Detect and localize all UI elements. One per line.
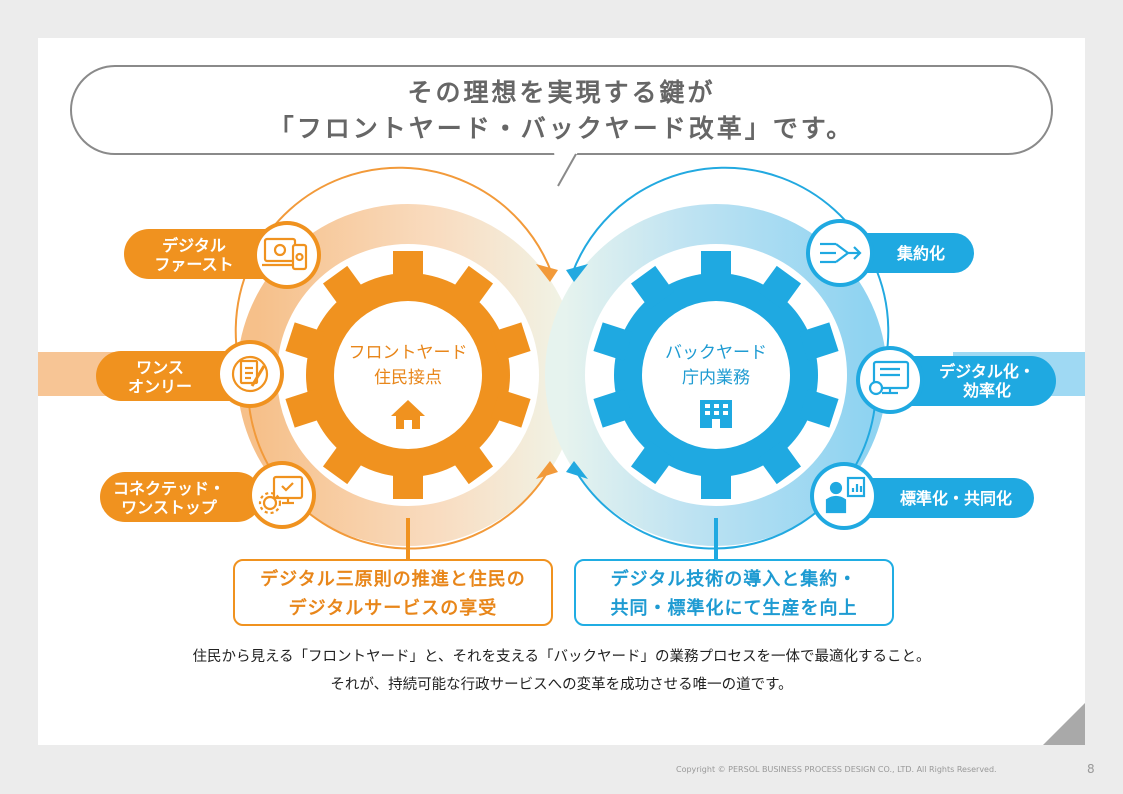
gear-tooth xyxy=(449,440,494,485)
caption-line-2: それが、持続可能な行政サービスへの変革を成功させる唯一の道です。 xyxy=(330,677,793,693)
back-summary-box: デジタル技術の導入と集約・ 共同・標準化にて生産を向上 xyxy=(574,559,894,626)
headline-line-1: その理想を実現する鍵が xyxy=(407,78,716,107)
gear-tooth xyxy=(757,440,802,485)
back-item-3-label: 標準化・共同化 xyxy=(899,489,1012,508)
diagram-canvas xyxy=(38,166,1085,560)
gear-tooth xyxy=(449,265,494,310)
slide: その理想を実現する鍵が 「フロントヤード・バックヤード改革」です。 フロントヤー… xyxy=(38,38,1085,745)
front-gear xyxy=(285,251,531,499)
gear-tooth xyxy=(490,389,531,428)
back-box-line-2: 共同・標準化にて生産を向上 xyxy=(610,598,858,619)
gear-tooth xyxy=(630,265,675,310)
front-subtitle: 住民接点 xyxy=(374,368,442,388)
back-box-line-1: デジタル技術の導入と集約・ xyxy=(610,569,858,590)
presenter-chart-icon xyxy=(825,476,866,514)
devices-icon xyxy=(262,237,308,271)
caption-line-1: 住民から見える「フロントヤード」と、それを支える「バックヤード」の業務プロセスを… xyxy=(192,649,931,665)
gear-tooth xyxy=(393,251,423,283)
front-item-1-label: デジタル ファースト xyxy=(154,236,234,274)
back-arc-bottom xyxy=(573,389,877,550)
gear-tooth xyxy=(701,251,731,283)
front-arc-bottom xyxy=(247,389,551,550)
front-item-3 xyxy=(100,461,316,529)
front-box-line-2: デジタルサービスの享受 xyxy=(288,598,498,619)
gear-tooth xyxy=(701,467,731,499)
gear-tooth xyxy=(798,389,839,428)
back-arrow-top xyxy=(566,264,588,282)
gear-tooth xyxy=(285,389,326,428)
front-arrow-top xyxy=(536,264,558,282)
back-subtitle: 庁内業務 xyxy=(682,368,750,388)
gear-tooth xyxy=(593,389,634,428)
copyright-text: Copyright © PERSOL BUSINESS PROCESS DESI… xyxy=(676,765,997,774)
gear-tooth xyxy=(322,265,367,310)
front-title: フロントヤード xyxy=(348,343,468,363)
gear-tooth xyxy=(285,322,326,361)
bubble-tail xyxy=(554,152,578,187)
headline-line-2: 「フロントヤード・バックヤード改革」です。 xyxy=(268,114,855,143)
front-arc-top xyxy=(234,166,553,389)
document-pen-icon xyxy=(231,355,269,393)
back-title: バックヤード xyxy=(665,343,767,363)
front-summary-box: デジタル三原則の推進と住民の デジタルサービスの享受 xyxy=(233,559,553,626)
headline-bubble: その理想を実現する鍵が 「フロントヤード・バックヤード改革」です。 xyxy=(70,65,1053,155)
gear-tooth xyxy=(393,467,423,499)
back-gear-label: バックヤード 庁内業務 xyxy=(636,341,796,391)
back-arc-top xyxy=(571,166,890,389)
back-item-1 xyxy=(806,219,974,287)
back-gear xyxy=(593,251,839,499)
front-arrow-bottom xyxy=(536,461,558,479)
page-corner-fold xyxy=(1043,703,1085,745)
gear-tooth xyxy=(798,322,839,361)
back-arrow-bottom xyxy=(566,461,588,479)
gear-tooth xyxy=(757,265,802,310)
gear-tooth xyxy=(490,322,531,361)
front-gear-label: フロントヤード 住民接点 xyxy=(328,341,488,391)
gear-tooth xyxy=(630,440,675,485)
house-icon xyxy=(391,400,425,429)
merge-arrows-icon xyxy=(820,242,862,264)
front-box-line-1: デジタル三原則の推進と住民の xyxy=(260,569,526,590)
gear-tooth xyxy=(322,440,367,485)
front-item-3-label: コネクテッド・ ワンストップ xyxy=(112,479,225,517)
office-building-icon xyxy=(700,400,732,428)
gear-monitor-icon xyxy=(258,475,304,515)
front-item-2-label: ワンス オンリー xyxy=(127,358,192,396)
gear-tooth xyxy=(593,322,634,361)
page-number: 8 xyxy=(1087,762,1095,776)
back-item-2-label: デジタル化・ 効率化 xyxy=(939,362,1035,400)
monitor-gear-icon xyxy=(868,360,910,396)
back-item-1-label: 集約化 xyxy=(896,244,945,263)
